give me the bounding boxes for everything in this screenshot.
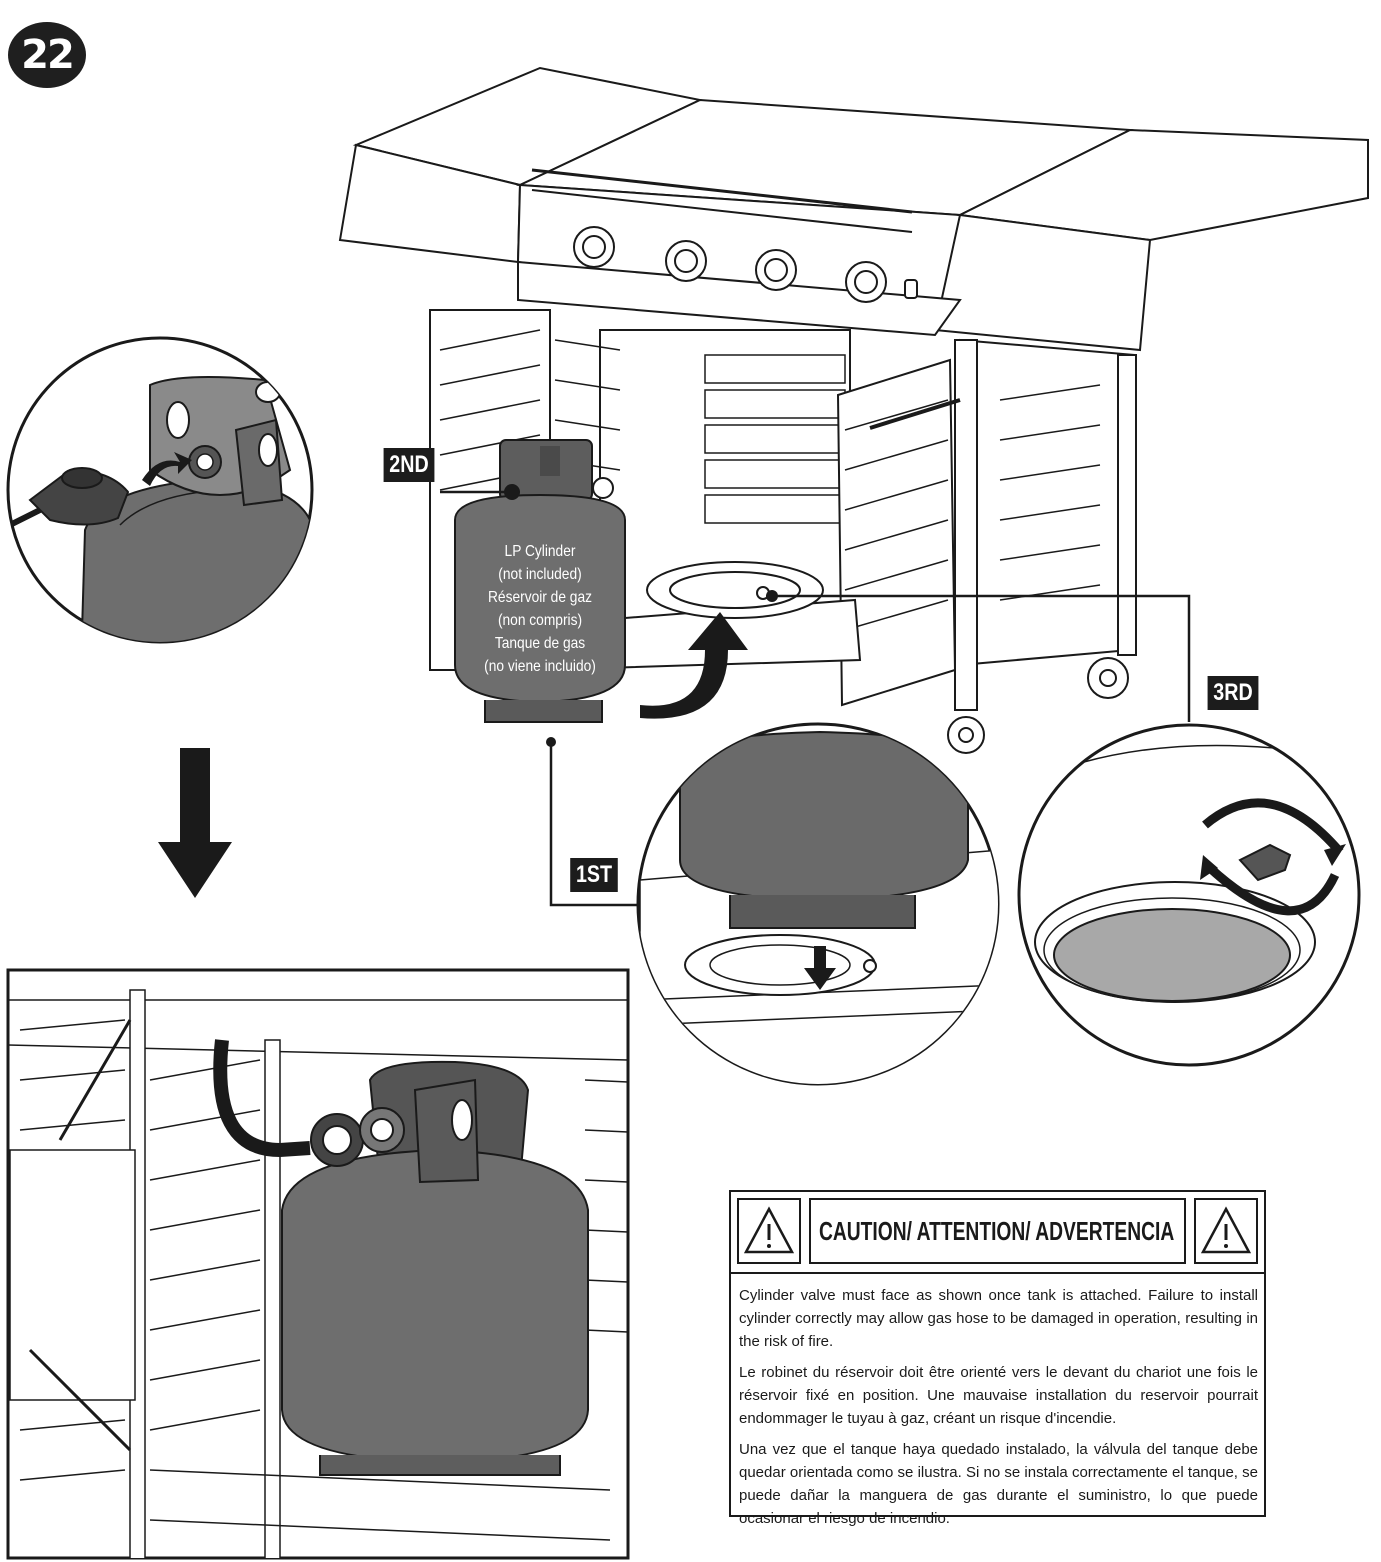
cylinder-label: LP Cylinder (not included) Réservoir de … (455, 540, 625, 678)
installed-cylinder (281, 1148, 589, 1464)
detail-circle-third (1017, 723, 1361, 1067)
down-arrow (158, 748, 232, 898)
warning-triangle-icon (737, 1198, 801, 1264)
caution-text-en: Cylinder valve must face as shown once t… (739, 1287, 1258, 1350)
control-panel (517, 260, 962, 337)
caution-box: CAUTION/ ATTENTION/ ADVERTENCIA Cylinder… (729, 1190, 1266, 1527)
down-small-arrow (804, 946, 836, 990)
cylinder-label-line: (not included) (498, 566, 582, 583)
burner-knobs (573, 226, 918, 303)
warning-triangle-icon (1194, 1198, 1258, 1264)
cylinder-label-line: (non compris) (497, 612, 583, 629)
rotation-arrow (640, 612, 748, 719)
caution-body: Cylinder valve must face as shown once t… (739, 1284, 1258, 1538)
detail-circle-second (6, 336, 314, 644)
caution-title-box: CAUTION/ ATTENTION/ ADVERTENCIA (809, 1198, 1186, 1264)
gas-hose (213, 1039, 311, 1158)
caution-title: CAUTION/ ATTENTION/ ADVERTENCIA (819, 1215, 1175, 1246)
cylinder-label-line: Tanque de gas (494, 635, 586, 652)
label-second: 2ND (383, 448, 435, 482)
caution-header: CAUTION/ ATTENTION/ ADVERTENCIA (731, 1192, 1264, 1274)
cylinder-label-line: Réservoir de gaz (487, 589, 593, 606)
installed-view-box (6, 968, 630, 1560)
grill (338, 66, 1369, 754)
caution-text-es: Una vez que el tanque haya quedado insta… (739, 1441, 1258, 1527)
caution-text-fr: Le robinet du réservoir doit être orient… (739, 1364, 1258, 1427)
callout-lines (440, 490, 1191, 907)
cylinder-label-line: LP Cylinder (504, 543, 576, 560)
label-third: 3RD (1207, 676, 1259, 710)
right-side-burner-lid (933, 213, 1152, 352)
lp-cylinder (454, 439, 626, 723)
label-first: 1ST (570, 858, 618, 892)
detail-circle-first (636, 722, 1000, 1086)
step-number-badge: 22 (8, 22, 86, 88)
cylinder-label-line: (no viene incluido) (484, 658, 596, 675)
